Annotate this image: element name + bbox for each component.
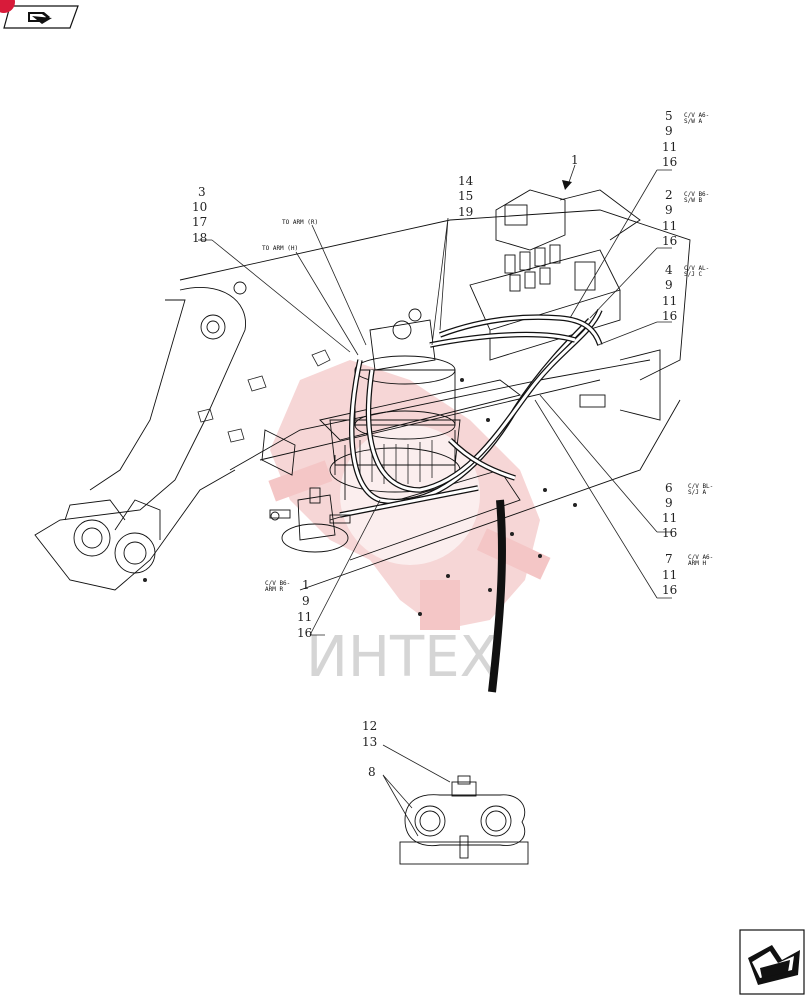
label-cv-bl-line2: S/J A xyxy=(688,489,706,496)
label-to-arm-r: TO ARM (R) xyxy=(282,219,318,226)
callout-11e: 11 xyxy=(662,568,677,582)
label-cv-al-line1: C/V AL- xyxy=(684,265,709,272)
label-cv-a6-arm-line1: C/V A6- xyxy=(688,554,713,561)
callout-11f: 11 xyxy=(297,610,312,624)
callout-16b: 16 xyxy=(662,234,677,248)
badge xyxy=(0,0,15,13)
callout-16d: 16 xyxy=(662,526,677,540)
callout-15: 15 xyxy=(458,189,473,203)
callout-11a: 11 xyxy=(662,140,677,154)
callout-12: 12 xyxy=(362,719,377,733)
label-cv-b6-line2: S/W B xyxy=(684,197,702,204)
callout-9b: 9 xyxy=(665,203,673,217)
callout-1: 1 xyxy=(571,153,579,167)
callout-14: 14 xyxy=(458,174,474,188)
callout-10: 10 xyxy=(192,200,207,214)
callout-11c: 11 xyxy=(662,294,677,308)
valve-spools xyxy=(504,244,596,292)
prev-page-icon xyxy=(28,12,52,24)
callout-6: 6 xyxy=(665,481,673,495)
label-to-arm-h: TO ARM (H) xyxy=(262,245,298,252)
label-cv-a6-line2: S/W A xyxy=(684,118,702,125)
label-cv-a6-arm-line2: ARM H xyxy=(688,560,706,567)
callout-16e: 16 xyxy=(662,583,677,597)
callout-4: 4 xyxy=(665,263,673,277)
callout-17: 17 xyxy=(192,215,207,229)
boom-frame xyxy=(34,189,691,616)
clamp-detail xyxy=(399,775,529,865)
callout-19: 19 xyxy=(458,205,473,219)
hydraulic-hoses xyxy=(339,308,603,693)
callout-9e: 9 xyxy=(302,594,310,608)
callout-11b: 11 xyxy=(662,219,677,233)
callout-16f: 16 xyxy=(297,626,312,640)
next-page-icon xyxy=(748,945,800,985)
callout-2: 2 xyxy=(665,188,673,202)
callout-11d: 11 xyxy=(662,511,677,525)
label-cv-b6-arm-line1: C/V B6- xyxy=(265,580,290,587)
callout-9d: 9 xyxy=(665,496,673,510)
callout-9c: 9 xyxy=(665,278,673,292)
callout-16c: 16 xyxy=(662,309,677,323)
swivel-joint xyxy=(269,487,351,553)
label-cv-b6-line1: C/V B6- xyxy=(684,191,709,198)
prev-page-button[interactable] xyxy=(0,0,79,29)
watermark-text: ИНТЕХ xyxy=(306,625,498,690)
callout-8: 8 xyxy=(368,765,376,779)
callout-9a: 9 xyxy=(665,124,673,138)
bolt-dots xyxy=(143,378,577,616)
leader-lines xyxy=(198,164,672,837)
label-cv-bl-line1: C/V BL- xyxy=(688,483,713,490)
callout-1b: 1 xyxy=(302,578,310,592)
motor-ribs xyxy=(359,440,433,485)
next-page-button[interactable] xyxy=(739,929,805,995)
callout-5: 5 xyxy=(665,109,673,123)
label-cv-a6-line1: C/V A6- xyxy=(684,112,709,119)
callout-16a: 16 xyxy=(662,155,677,169)
callout-18: 18 xyxy=(192,231,207,245)
callout-3: 3 xyxy=(198,185,206,199)
callout-7: 7 xyxy=(665,552,673,566)
label-cv-b6-arm-line2: ARM R xyxy=(265,586,283,593)
callout-13: 13 xyxy=(362,735,377,749)
control-valve xyxy=(469,189,661,421)
label-cv-al-line2: S/J C xyxy=(684,271,702,278)
